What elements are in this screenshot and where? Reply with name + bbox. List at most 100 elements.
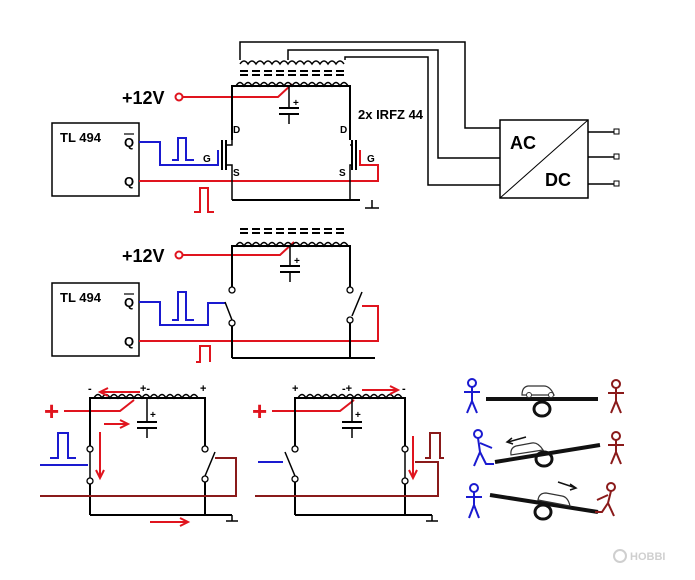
seesaw-analogy: [464, 378, 624, 521]
current-arrow-bl-bottom: [150, 517, 191, 527]
bottom-middle-circuit: + + -+ - +: [252, 383, 444, 522]
primary-coil-top: [235, 81, 349, 88]
pin-g-right: G: [367, 154, 375, 165]
mosfet-left: [205, 140, 233, 200]
primary-rail-middle: [231, 245, 351, 262]
blue-pulse-bl: [50, 432, 76, 459]
sw-blade-bm-left: [284, 451, 296, 477]
person-red-2-icon: [608, 431, 624, 465]
primary-coil-bm: [297, 393, 403, 400]
person-blue-icon: [464, 378, 480, 414]
ground-symbol-bm: [426, 515, 438, 522]
plus-sign-left: +: [44, 396, 59, 426]
switch-contact-left-top: [228, 286, 236, 294]
output-terminal-3: [613, 180, 620, 187]
secondary-wire-3: [344, 56, 500, 186]
supply-terminal-middle: [174, 250, 184, 260]
switch-blade-left: [224, 301, 233, 321]
person-blue-pushing-icon: [473, 429, 494, 467]
output-terminal-2: [613, 153, 620, 160]
switch-contact-left-bottom: [228, 319, 236, 327]
ground-symbol-top: [365, 200, 379, 209]
sw-contact-bl-1: [86, 445, 94, 453]
person-red-icon: [608, 379, 624, 414]
bottom-left-circuit: + - +- + +: [40, 383, 238, 527]
cap-plus-bm: +: [355, 410, 361, 421]
switch-contact-right-bottom: [346, 316, 354, 324]
sw-contact-bm-2: [291, 475, 299, 483]
plus-label-bm-1: +: [292, 383, 298, 395]
red-supply-wire-left: [64, 399, 135, 412]
cap-plus-middle: +: [294, 256, 300, 267]
cap-plus-bl: +: [150, 410, 156, 421]
minus-label-bm: -: [402, 383, 406, 395]
blue-gate-wire-top: [139, 141, 205, 166]
switch-contact-right-top: [346, 286, 354, 294]
pin-d-left: D: [233, 125, 240, 136]
primary-coil-bottom-left: [93, 393, 199, 400]
q-label-top: Q: [124, 174, 134, 189]
pin-g-left: G: [203, 154, 211, 165]
blue-pulse-top: [172, 137, 194, 161]
person-red-pushing-icon: [595, 482, 616, 517]
sw-contact-bm-3: [401, 445, 409, 453]
minus-label-bl-1: -: [88, 383, 92, 395]
person-blue-3-icon: [466, 483, 482, 519]
primary-rail-bm: [294, 397, 406, 412]
red-supply-wire-top: [183, 83, 293, 98]
dc-output-wires: [588, 131, 614, 185]
supply-label-top: +12V: [122, 88, 165, 108]
secondary-wire-1: [239, 41, 500, 129]
supply-terminal-top: [174, 92, 184, 102]
q-bar-label-middle: Q: [124, 295, 134, 310]
current-arrow-bm-top: [362, 385, 401, 395]
q-label-middle: Q: [124, 334, 134, 349]
transistor-label: 2x IRFZ 44: [358, 107, 424, 122]
supply-label-middle: +12V: [122, 246, 165, 266]
dark-red-wire-bl: [40, 457, 237, 497]
car-icon-3: [537, 492, 571, 507]
acdc-diagonal: [499, 119, 589, 199]
pin-d-right: D: [340, 125, 347, 136]
watermark-logo: HOBBI: [613, 549, 665, 563]
sw-contact-bl-2: [86, 477, 94, 485]
svg-text:HOBBI: HOBBI: [630, 551, 665, 563]
sw-contact-bl-4: [201, 475, 209, 483]
dark-red-wire-bm: [255, 461, 439, 497]
secondary-wire-2: [287, 49, 500, 159]
switch-blade-right: [351, 291, 363, 317]
ground-symbol-bl: [226, 515, 238, 522]
tl494-chip-middle: [51, 282, 140, 357]
red-pulse-top: [194, 187, 214, 213]
secondary-coil-top: [239, 60, 345, 66]
sw-contact-bl-3: [201, 445, 209, 453]
q-bar-label-top: Q: [124, 135, 134, 150]
plus-label-bl: +: [200, 383, 206, 395]
primary-coil-middle: [235, 241, 349, 248]
current-arrow-bl-top: [97, 387, 140, 397]
plus-sign-middle: +: [252, 396, 267, 426]
car-icon-2: [510, 442, 544, 456]
motion-arrow-left: [505, 436, 527, 445]
red-drive-wire-middle: [139, 305, 379, 342]
seesaw-row-right-down: [466, 481, 616, 521]
mosfet-right: [349, 140, 362, 200]
seesaw-row-balanced: [464, 378, 624, 418]
output-terminal-1: [613, 128, 620, 135]
sw-blade-bl-right: [204, 451, 216, 477]
tl494-label-top: TL 494: [60, 130, 102, 145]
pin-s-right: S: [339, 168, 346, 179]
plus-minus-label-bl: +-: [140, 383, 150, 395]
top-circuit: TL 494 Q Q +12V +: [51, 41, 620, 213]
pin-s-left: S: [233, 168, 240, 179]
blue-pulse-middle: [172, 291, 194, 321]
red-supply-wire-bm: [272, 399, 355, 412]
red-pulse-middle: [196, 345, 211, 363]
current-arrow-bl-right: [104, 419, 131, 429]
sw-contact-bm-4: [401, 477, 409, 485]
sw-contact-bm-1: [291, 445, 299, 453]
current-arrow-bl-down: [95, 432, 105, 481]
red-gate-wire-top: [139, 164, 379, 182]
middle-circuit: TL 494 Q Q +12V +: [51, 228, 379, 363]
